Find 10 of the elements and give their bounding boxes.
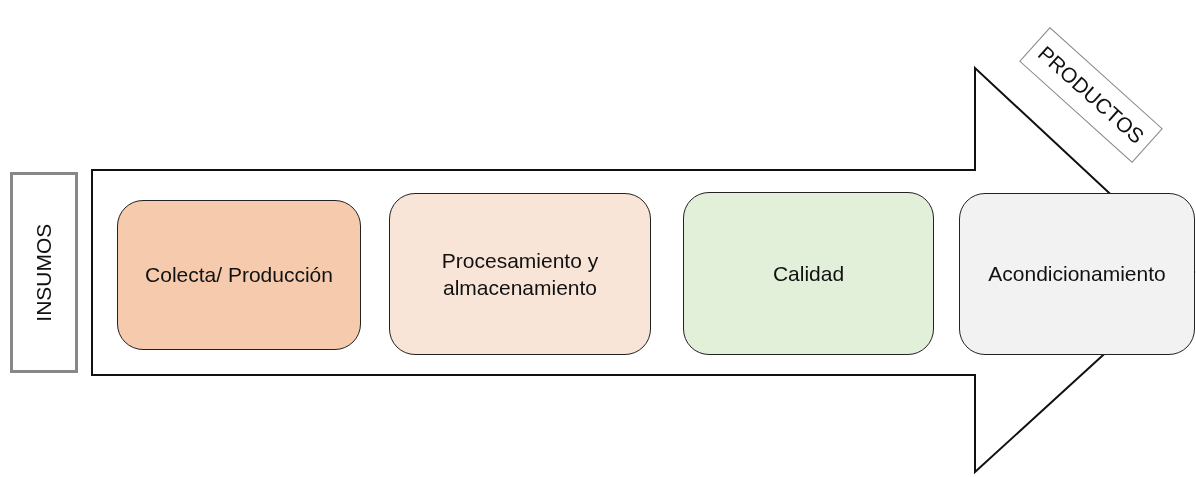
- node-text: Calidad: [772, 260, 845, 287]
- side-label-box: [10, 172, 78, 373]
- node-text: Acondicionamiento: [988, 261, 1166, 288]
- process-box: [683, 192, 934, 355]
- node-text: INSUMOS: [31, 223, 57, 322]
- process-box: [389, 193, 651, 355]
- node-text: Colecta/ Producción: [145, 262, 333, 289]
- process-box: [959, 193, 1195, 355]
- node-text: Procesamiento y almacenamiento: [440, 247, 600, 301]
- process-box: [117, 200, 361, 350]
